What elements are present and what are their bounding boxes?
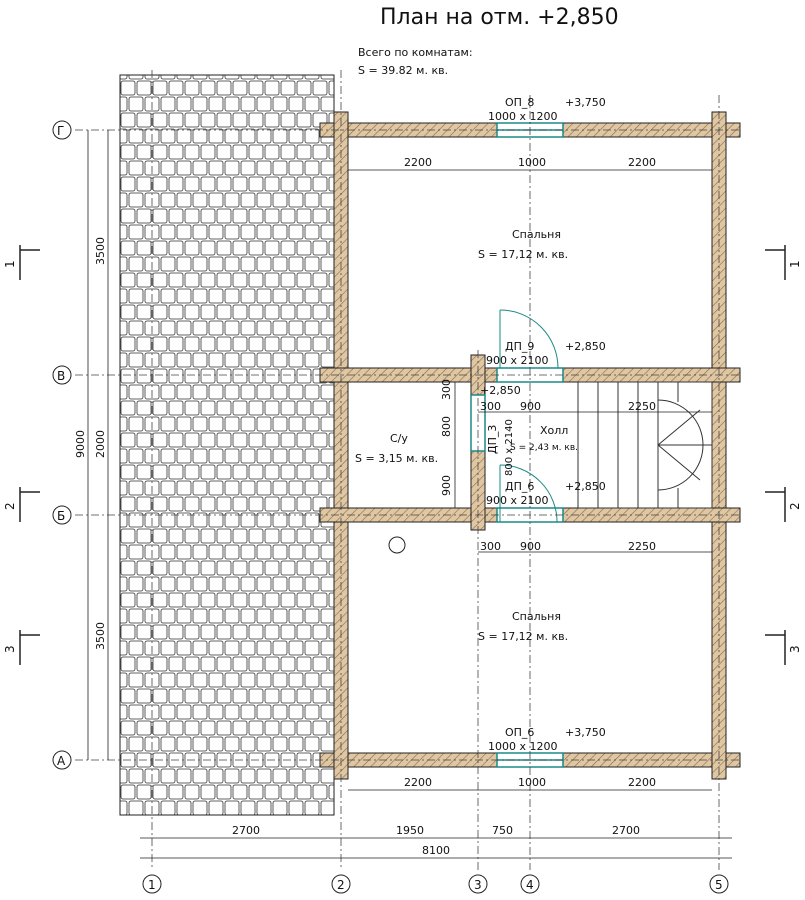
dim-top-1: 2200 [404,156,432,169]
op6-level: +3,750 [565,726,606,739]
dp6-mark: ДП_6 [505,480,534,493]
dim-hall-2-a: 300 [480,540,501,553]
dim-left-bay-1: 3500 [94,237,107,265]
op6-size: 1000 x 1200 [488,740,558,753]
dim-left-bay-3: 3500 [94,622,107,650]
dim-left-total: 9000 [74,430,87,458]
dim-axis-4-5: 2700 [612,824,640,837]
op8-level: +3,750 [565,96,606,109]
door-swings [499,309,559,523]
op8-size: 1000 x 1200 [488,110,558,123]
axis-label-x-4: 4 [526,878,534,892]
dimension-lines [87,130,732,859]
dim-hall-1-a: 300 [480,400,501,413]
dim-bath-2: 800 [440,416,453,437]
section-mark-3-right: 3 [788,645,802,653]
dim-top-2: 1000 [518,156,546,169]
section-mark-1-right: 1 [788,260,802,268]
room-area-bedroom-bottom: S = 17,12 м. кв. [478,630,568,643]
room-area-hall: S = 2,43 м. кв. [510,443,578,453]
dp9-level: +2,850 [565,340,606,353]
axis-label-x-2: 2 [337,878,345,892]
section-mark-2-left: 2 [3,502,17,510]
dim-bath-1: 300 [440,379,453,400]
stairs [577,381,713,509]
dim-axis-2-3: 1950 [396,824,424,837]
room-name-bathroom: С/у [390,432,408,445]
dp6-size: 900 x 2100 [486,494,549,507]
dim-total-width: 8100 [422,844,450,857]
axis-lines [75,70,740,870]
dim-hall-2-b: 900 [520,540,541,553]
dim-bottom-inner-3: 2200 [628,776,656,789]
axis-label-y-b: Б [57,509,65,523]
section-mark-2-right: 2 [788,502,802,510]
room-name-bedroom-top: Спальня [512,228,561,241]
dp9-size: 900 x 2100 [486,354,549,367]
dim-axis-1-2: 2700 [232,824,260,837]
dim-bath-3: 900 [440,475,453,496]
dim-hall-2-c: 2250 [628,540,656,553]
dim-bottom-inner-1: 2200 [404,776,432,789]
axis-bubbles-y [52,120,72,770]
dim-top-3: 2200 [628,156,656,169]
plan-title: План на отм. +2,850 [380,5,619,30]
dp3-size: 800 x 2140 [504,419,515,476]
axis-label-x-3: 3 [474,878,482,892]
dim-bottom-inner-2: 1000 [518,776,546,789]
dp6-level: +2,850 [565,480,606,493]
axis-bubbles-x [142,874,729,894]
axis-label-x-1: 1 [148,878,156,892]
drain-icon [388,536,406,554]
totals-area: S = 39.82 м. кв. [358,64,448,77]
axis-label-y-v: В [57,369,65,383]
dim-left-bay-2: 2000 [94,430,107,458]
room-area-bathroom: S = 3,15 м. кв. [355,452,438,465]
roof-tiles-area [119,74,335,816]
dim-axis-3-4: 750 [492,824,513,837]
section-mark-3-left: 3 [3,645,17,653]
totals-label: Всего по комнатам: [358,46,473,59]
dp3-level: +2,850 [480,384,521,397]
dim-hall-1-c: 2250 [628,400,656,413]
axis-label-y-g: Г [57,124,64,138]
room-area-bedroom-top: S = 17,12 м. кв. [478,248,568,261]
axis-label-y-a: А [57,754,66,768]
dp3-mark: ДП_3 [486,425,499,454]
dim-hall-1-b: 900 [520,400,541,413]
op6-mark: ОП_6 [505,726,534,739]
op8-mark: ОП_8 [505,96,534,109]
dp9-mark: ДП_9 [505,340,534,353]
room-name-bedroom-bottom: Спальня [512,610,561,623]
axis-label-x-5: 5 [715,878,723,892]
room-name-hall: Холл [540,424,568,437]
section-mark-1-left: 1 [3,260,17,268]
section-mark-lines [19,245,786,665]
